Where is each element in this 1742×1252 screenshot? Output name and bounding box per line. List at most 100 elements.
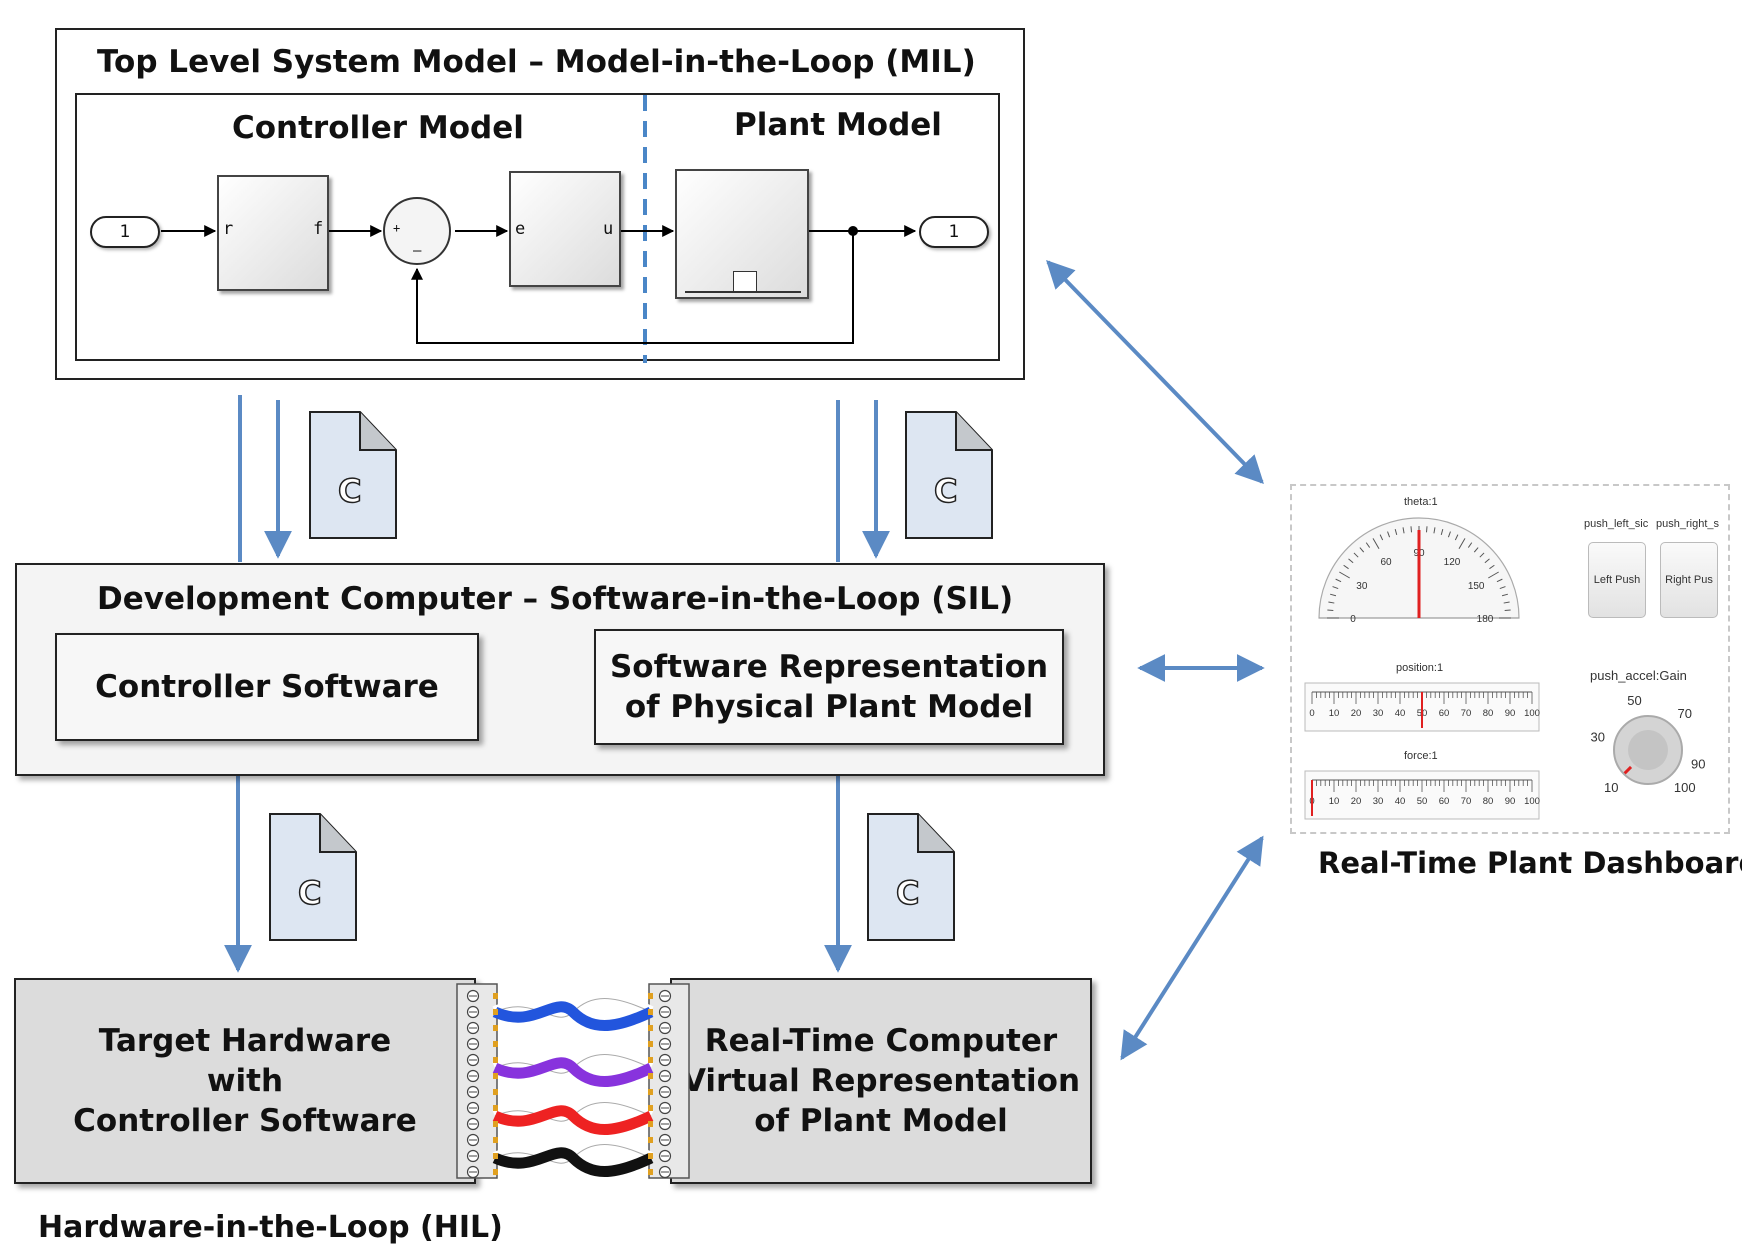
c-file-letter: C [337, 471, 362, 511]
gauge-tick-label: 150 [1468, 581, 1485, 592]
mil-panel: Top Level System Model – Model-in-the-Lo… [55, 28, 1025, 380]
gauge-tick [1504, 609, 1511, 612]
push-left-label: push_left_sic [1584, 518, 1649, 530]
gauge-tick [1440, 529, 1444, 536]
terminal-pin [648, 1041, 653, 1047]
c-file-letter: C [933, 471, 958, 511]
target-hardware-box: Target Hardware with Controller Software [14, 978, 476, 1184]
terminal-pin [648, 1137, 653, 1143]
c-file-icon: C [308, 410, 398, 546]
dashboard-panel: theta:1 0306090120150180 push_left_sic p… [1290, 484, 1730, 834]
right-push-button[interactable]: Right Pus [1660, 542, 1718, 618]
gauge-tick [1479, 552, 1485, 558]
controller-model-title: Controller Model [232, 110, 524, 146]
scale-frame [1304, 770, 1540, 820]
c-file-icon: C [268, 812, 358, 948]
hil-label: Hardware-in-the-Loop (HIL) [38, 1210, 503, 1245]
terminal-pin [648, 1153, 653, 1159]
c-file-letter: C [895, 873, 920, 913]
sum-minus-sign: – [413, 243, 422, 259]
gauge-tick [1327, 609, 1334, 612]
scale-tick-label: 10 [1329, 708, 1340, 719]
plant-model-title: Plant Model [734, 107, 942, 143]
reference-input-port: r [223, 219, 234, 239]
outport-block[interactable]: 1 [919, 216, 989, 248]
terminal-pin [493, 1137, 498, 1143]
scale-tick-label: 100 [1524, 708, 1540, 719]
terminal-pin [493, 1105, 498, 1111]
terminal-pin [648, 1169, 653, 1175]
gauge-tick [1328, 601, 1335, 604]
gauge-tick [1332, 586, 1339, 590]
gauge-tick [1473, 547, 1479, 553]
scale-tick-label: 70 [1461, 708, 1472, 719]
c-file-icon: C [866, 812, 956, 948]
terminal-pin [648, 1121, 653, 1127]
scale-tick-label: 90 [1505, 708, 1516, 719]
scale-tick-label: 60 [1439, 796, 1450, 807]
scale-tick-label: 80 [1483, 796, 1494, 807]
knob-tick-label: 70 [1678, 706, 1692, 721]
terminal-pin [493, 1121, 498, 1127]
cable-colored-strand [492, 1147, 654, 1177]
gauge-tick [1339, 571, 1350, 579]
force-scale: 0102030405060708090100 [1304, 770, 1540, 820]
position-scale: 0102030405060708090100 [1304, 682, 1540, 732]
terminal-pin [648, 1025, 653, 1031]
terminal-pin [493, 1153, 498, 1159]
plant-software-box: Software Representation of Physical Plan… [594, 629, 1064, 745]
scale-tick-label: 40 [1395, 708, 1406, 719]
knob-tick-label: 100 [1674, 780, 1696, 795]
gauge-tick [1489, 564, 1495, 570]
terminal-pin [493, 1169, 498, 1175]
realtime-computer-box: Real-Time Computer Virtual Representatio… [670, 978, 1092, 1184]
scale-tick-label: 60 [1439, 708, 1450, 719]
scale-tick-label: 90 [1505, 796, 1516, 807]
gauge-tick [1458, 538, 1466, 549]
scale-tick-label: 20 [1351, 708, 1362, 719]
gauge-tick [1365, 542, 1371, 548]
terminal-pin [493, 1025, 498, 1031]
dashboard-label: Real-Time Plant Dashboard [1318, 846, 1742, 880]
gauge-tick [1484, 558, 1490, 564]
scale-tick-label: 30 [1373, 708, 1384, 719]
terminal-pin [493, 1057, 498, 1063]
inport-block[interactable]: 1 [90, 216, 160, 248]
plant-block[interactable] [675, 169, 809, 299]
gauge-tick [1499, 586, 1506, 590]
terminal-pin [648, 1105, 653, 1111]
left-push-button[interactable]: Left Push [1588, 542, 1646, 618]
gauge-tick [1488, 571, 1499, 579]
gauge-tick-label: 0 [1350, 614, 1356, 625]
scale-tick-label: 10 [1329, 796, 1340, 807]
mil-title: Top Level System Model – Model-in-the-Lo… [97, 44, 976, 80]
terminal-pin [648, 1057, 653, 1063]
gauge-tick-label: 60 [1380, 557, 1392, 568]
knob-tick-label: 30 [1591, 730, 1605, 745]
reference-output-port: f [313, 219, 324, 239]
gauge-tick [1379, 534, 1384, 541]
knob-tick-label: 90 [1691, 756, 1705, 771]
reference-block[interactable] [217, 175, 329, 291]
controller-software-box: Controller Software [55, 633, 479, 741]
terminal-pin [648, 1073, 653, 1079]
gauge-tick-label: 120 [1444, 557, 1461, 568]
terminal-pin [493, 1073, 498, 1079]
theta-gauge: 0306090120150180 [1318, 517, 1520, 625]
terminal-pin [648, 993, 653, 999]
gauge-tick [1433, 527, 1436, 534]
plant-cart-icon [733, 271, 757, 293]
block-diagram-wiring [161, 95, 917, 363]
gauge-tick [1467, 542, 1473, 548]
gauge-tick [1447, 531, 1451, 538]
controller-block[interactable] [509, 171, 621, 287]
force-scale-label: force:1 [1404, 750, 1438, 762]
plant-track [685, 291, 801, 293]
c-file-icon: C [904, 410, 994, 546]
gauge-tick-label: 180 [1477, 614, 1494, 625]
scale-tick-label: 40 [1395, 796, 1406, 807]
gauge-tick [1402, 527, 1405, 534]
gauge-tick-label: 30 [1356, 581, 1368, 592]
scale-tick-label: 70 [1461, 796, 1472, 807]
